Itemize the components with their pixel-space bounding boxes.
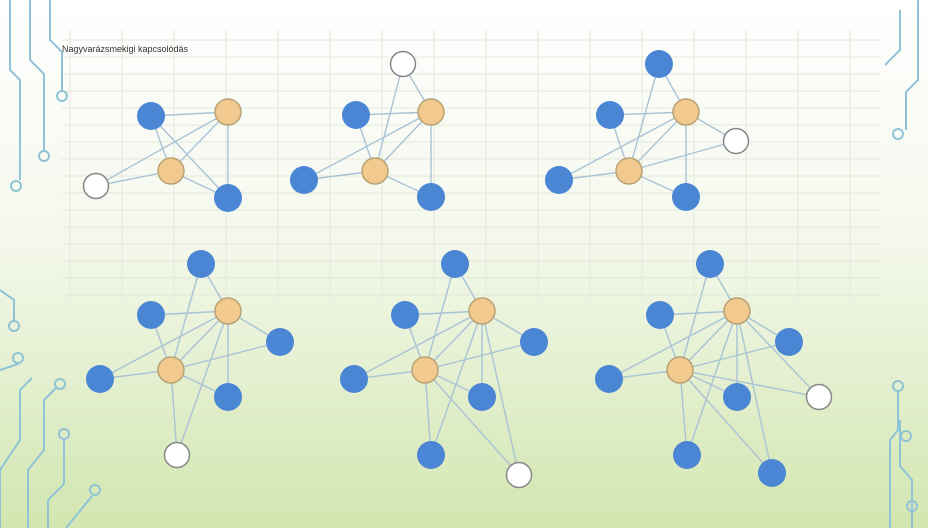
graph-node-hub [418,99,444,125]
graph-node-empty [391,52,416,77]
graph-node-blue [417,183,445,211]
graph-node-blue [214,184,242,212]
graph-node-empty [807,385,832,410]
graph-node-blue [596,101,624,129]
graph-node-blue [758,459,786,487]
graph-node-blue [645,50,673,78]
graph-node-blue [520,328,548,356]
slide-title: Nagyvarázsmekigi kapcsolódás [62,44,188,54]
graph-node-empty [507,463,532,488]
graph-node-hub [412,357,438,383]
graph-node-blue [417,441,445,469]
graph-node-hub [469,298,495,324]
graph-node-blue [137,301,165,329]
graph-node-empty [165,443,190,468]
graph-node-blue [441,250,469,278]
graph-node-blue [340,365,368,393]
graph-node-hub [724,298,750,324]
graph-node-empty [84,174,109,199]
graph-node-blue [545,166,573,194]
graph-node-hub [158,357,184,383]
graph-node-hub [215,298,241,324]
graph-node-hub [667,357,693,383]
graph-node-hub [616,158,642,184]
graph-node-blue [137,102,165,130]
graph-node-blue [391,301,419,329]
graph-node-blue [214,383,242,411]
graph-node-blue [696,250,724,278]
graph-node-empty [724,129,749,154]
graph-node-blue [187,250,215,278]
graph-node-blue [775,328,803,356]
graph-node-hub [215,99,241,125]
graph-node-hub [673,99,699,125]
graph-node-hub [158,158,184,184]
graph-node-blue [468,383,496,411]
graph-node-blue [723,383,751,411]
graph-node-blue [673,441,701,469]
graph-node-blue [290,166,318,194]
graph-node-hub [362,158,388,184]
graph-node-blue [266,328,294,356]
graph-node-blue [86,365,114,393]
graph-node-blue [595,365,623,393]
graph-node-blue [342,101,370,129]
graph-node-blue [672,183,700,211]
graph-node-blue [646,301,674,329]
